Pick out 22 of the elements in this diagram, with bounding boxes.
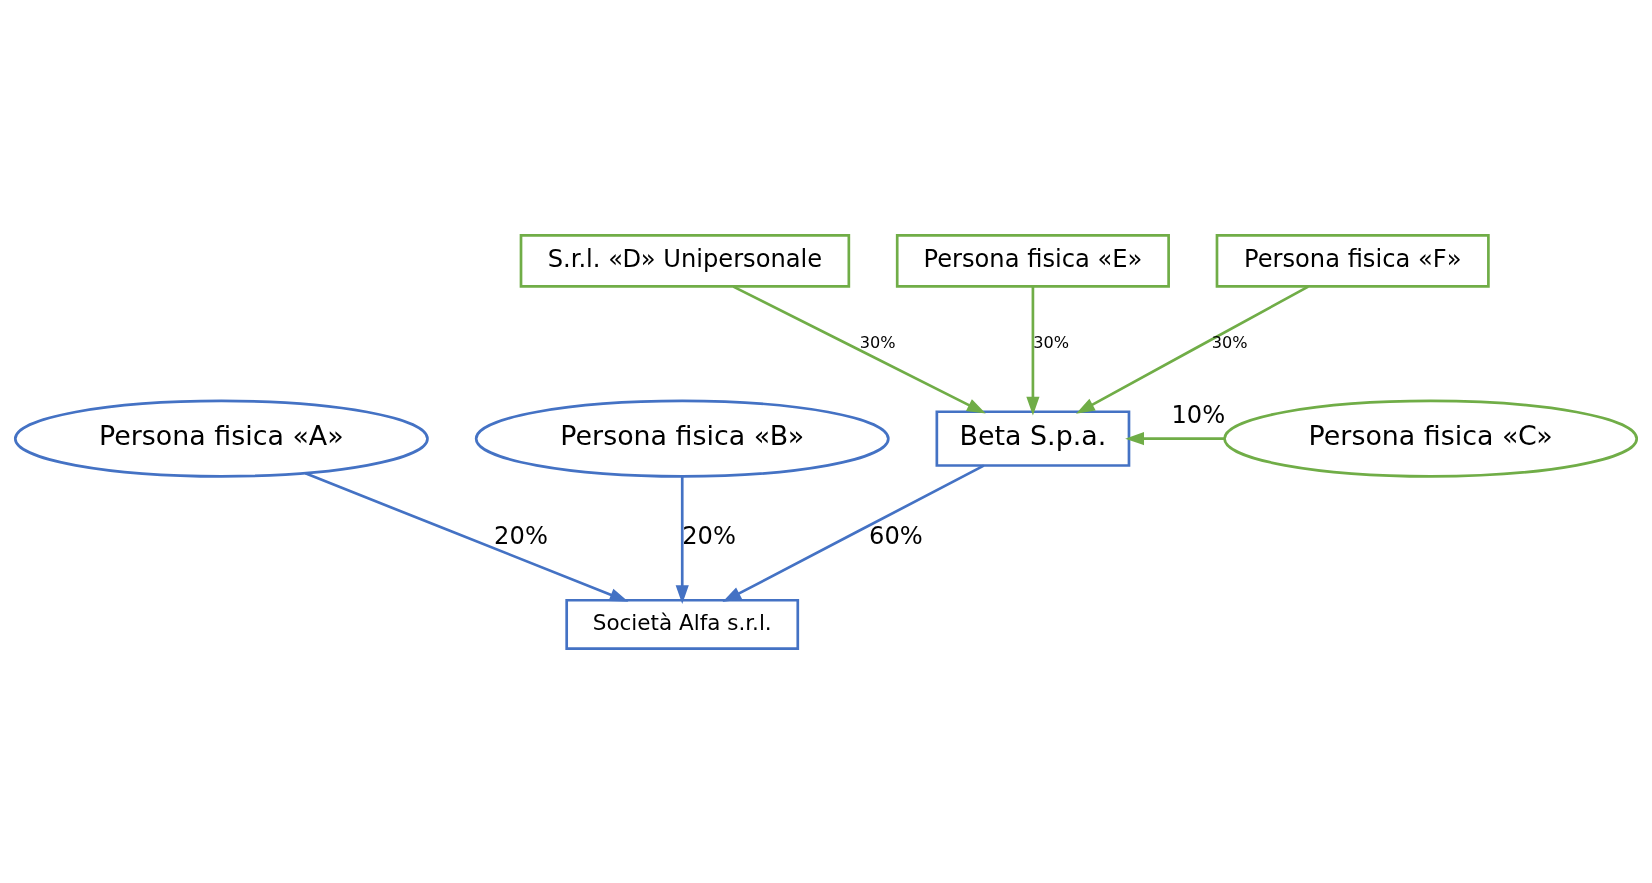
arrow xyxy=(732,284,986,414)
edge-label: 20% xyxy=(494,521,548,550)
edge-label: 30% xyxy=(1211,332,1248,352)
arrow xyxy=(722,463,985,602)
edge-label: 30% xyxy=(859,332,896,352)
arrow xyxy=(1026,286,1040,415)
edge-label: 20% xyxy=(682,521,736,550)
arrow xyxy=(1125,431,1224,445)
node-ellipse: Persona fisica «B» xyxy=(474,399,890,478)
arrow xyxy=(675,476,689,604)
node-box: Persona fisica «E» xyxy=(895,233,1170,288)
node-box: Persona fisica «F» xyxy=(1215,233,1490,288)
node-box: S.r.l. «D» Unipersonale xyxy=(519,233,851,288)
node-box: Società Alfa s.r.l. xyxy=(565,598,800,650)
arrow xyxy=(1076,284,1309,414)
node-ellipse: Persona fisica «A» xyxy=(13,399,429,478)
edge-label: 10% xyxy=(1171,400,1226,429)
arrow xyxy=(304,471,629,602)
node-ellipse: Persona fisica «C» xyxy=(1223,399,1639,478)
node-box: Beta S.p.a. xyxy=(935,409,1131,467)
edge-label: 30% xyxy=(1033,332,1069,352)
edge-label: 60% xyxy=(869,521,923,550)
